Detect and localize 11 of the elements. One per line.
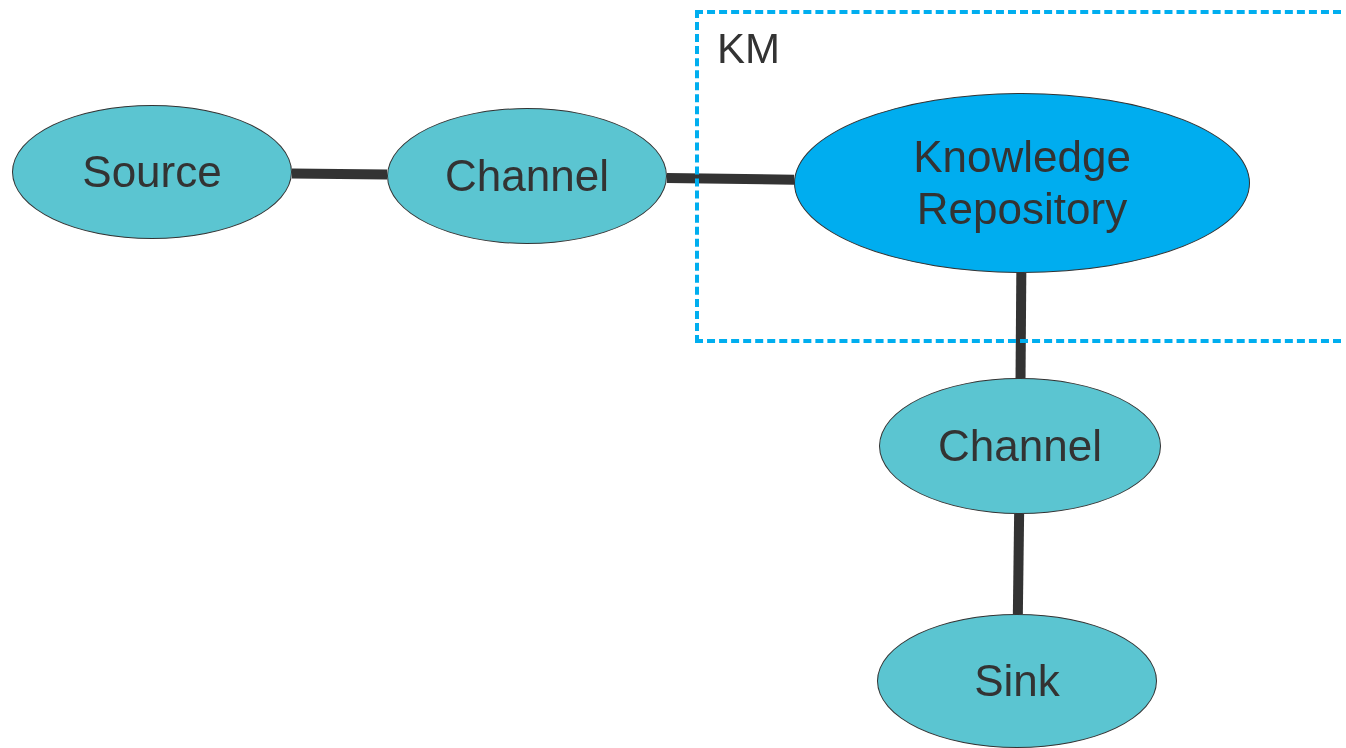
dashed-group-boundary xyxy=(695,10,1341,343)
node-label: Sink xyxy=(974,655,1060,707)
node-label: Channel xyxy=(445,150,609,202)
node-label: Source xyxy=(82,146,222,198)
connector-line xyxy=(1012,513,1025,615)
node-label: Channel xyxy=(938,420,1102,472)
group-label: KM xyxy=(717,28,780,70)
connector-line xyxy=(291,168,388,180)
connector-line xyxy=(1015,272,1027,379)
connector-line xyxy=(666,173,795,185)
node-label: Knowledge Repository xyxy=(912,131,1132,235)
